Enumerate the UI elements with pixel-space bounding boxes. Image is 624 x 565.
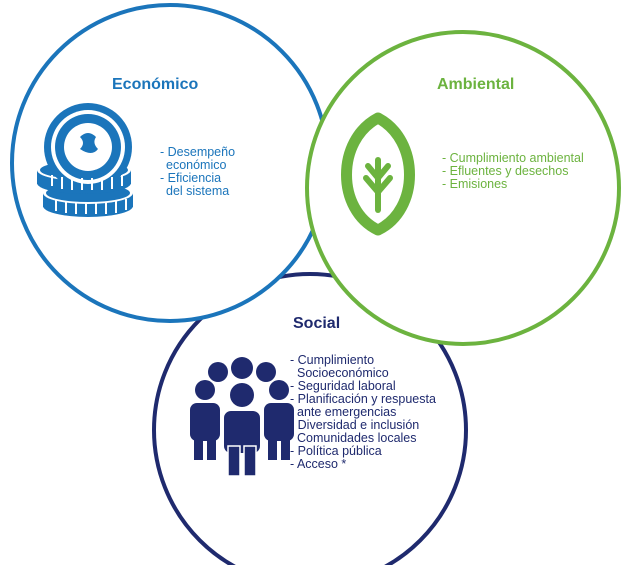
list-item: del sistema [166, 184, 230, 198]
economico-title: Económico [112, 76, 199, 93]
list-item: ante emergencias [297, 405, 397, 419]
list-item: - Desempeño [160, 145, 236, 159]
list-item: - Cumplimiento ambiental [442, 151, 584, 165]
social-circle [152, 272, 468, 565]
social-title: Social [293, 315, 341, 332]
leaf-icon [341, 112, 415, 236]
list-item: Socioeconómico [297, 366, 389, 380]
coins-icon [37, 103, 133, 217]
ambiental-list: - Cumplimiento ambiental - Efluentes y d… [442, 152, 584, 191]
list-item: - Diversidad e inclusión [290, 418, 420, 432]
list-item: - Eficiencia [160, 171, 222, 185]
list-item: Comunidades locales [297, 431, 417, 445]
people-group-icon [190, 357, 294, 477]
ambiental-title: Ambiental [437, 76, 515, 93]
list-item: económico [166, 158, 227, 172]
list-item: - Planificación y respuesta [290, 392, 436, 406]
social-list: - Cumplimiento Socioeconómico - Segurida… [290, 354, 436, 471]
list-item: - Acceso * [290, 457, 347, 471]
list-item: - Política pública [290, 444, 382, 458]
ambiental-circle [305, 30, 621, 346]
list-item: - Emisiones [442, 177, 508, 191]
list-item: - Cumplimiento [290, 353, 375, 367]
list-item: - Seguridad laboral [290, 379, 396, 393]
list-item: - Efluentes y desechos [442, 164, 569, 178]
economico-list: - Desempeño económico - Eficiencia del s… [160, 146, 235, 198]
